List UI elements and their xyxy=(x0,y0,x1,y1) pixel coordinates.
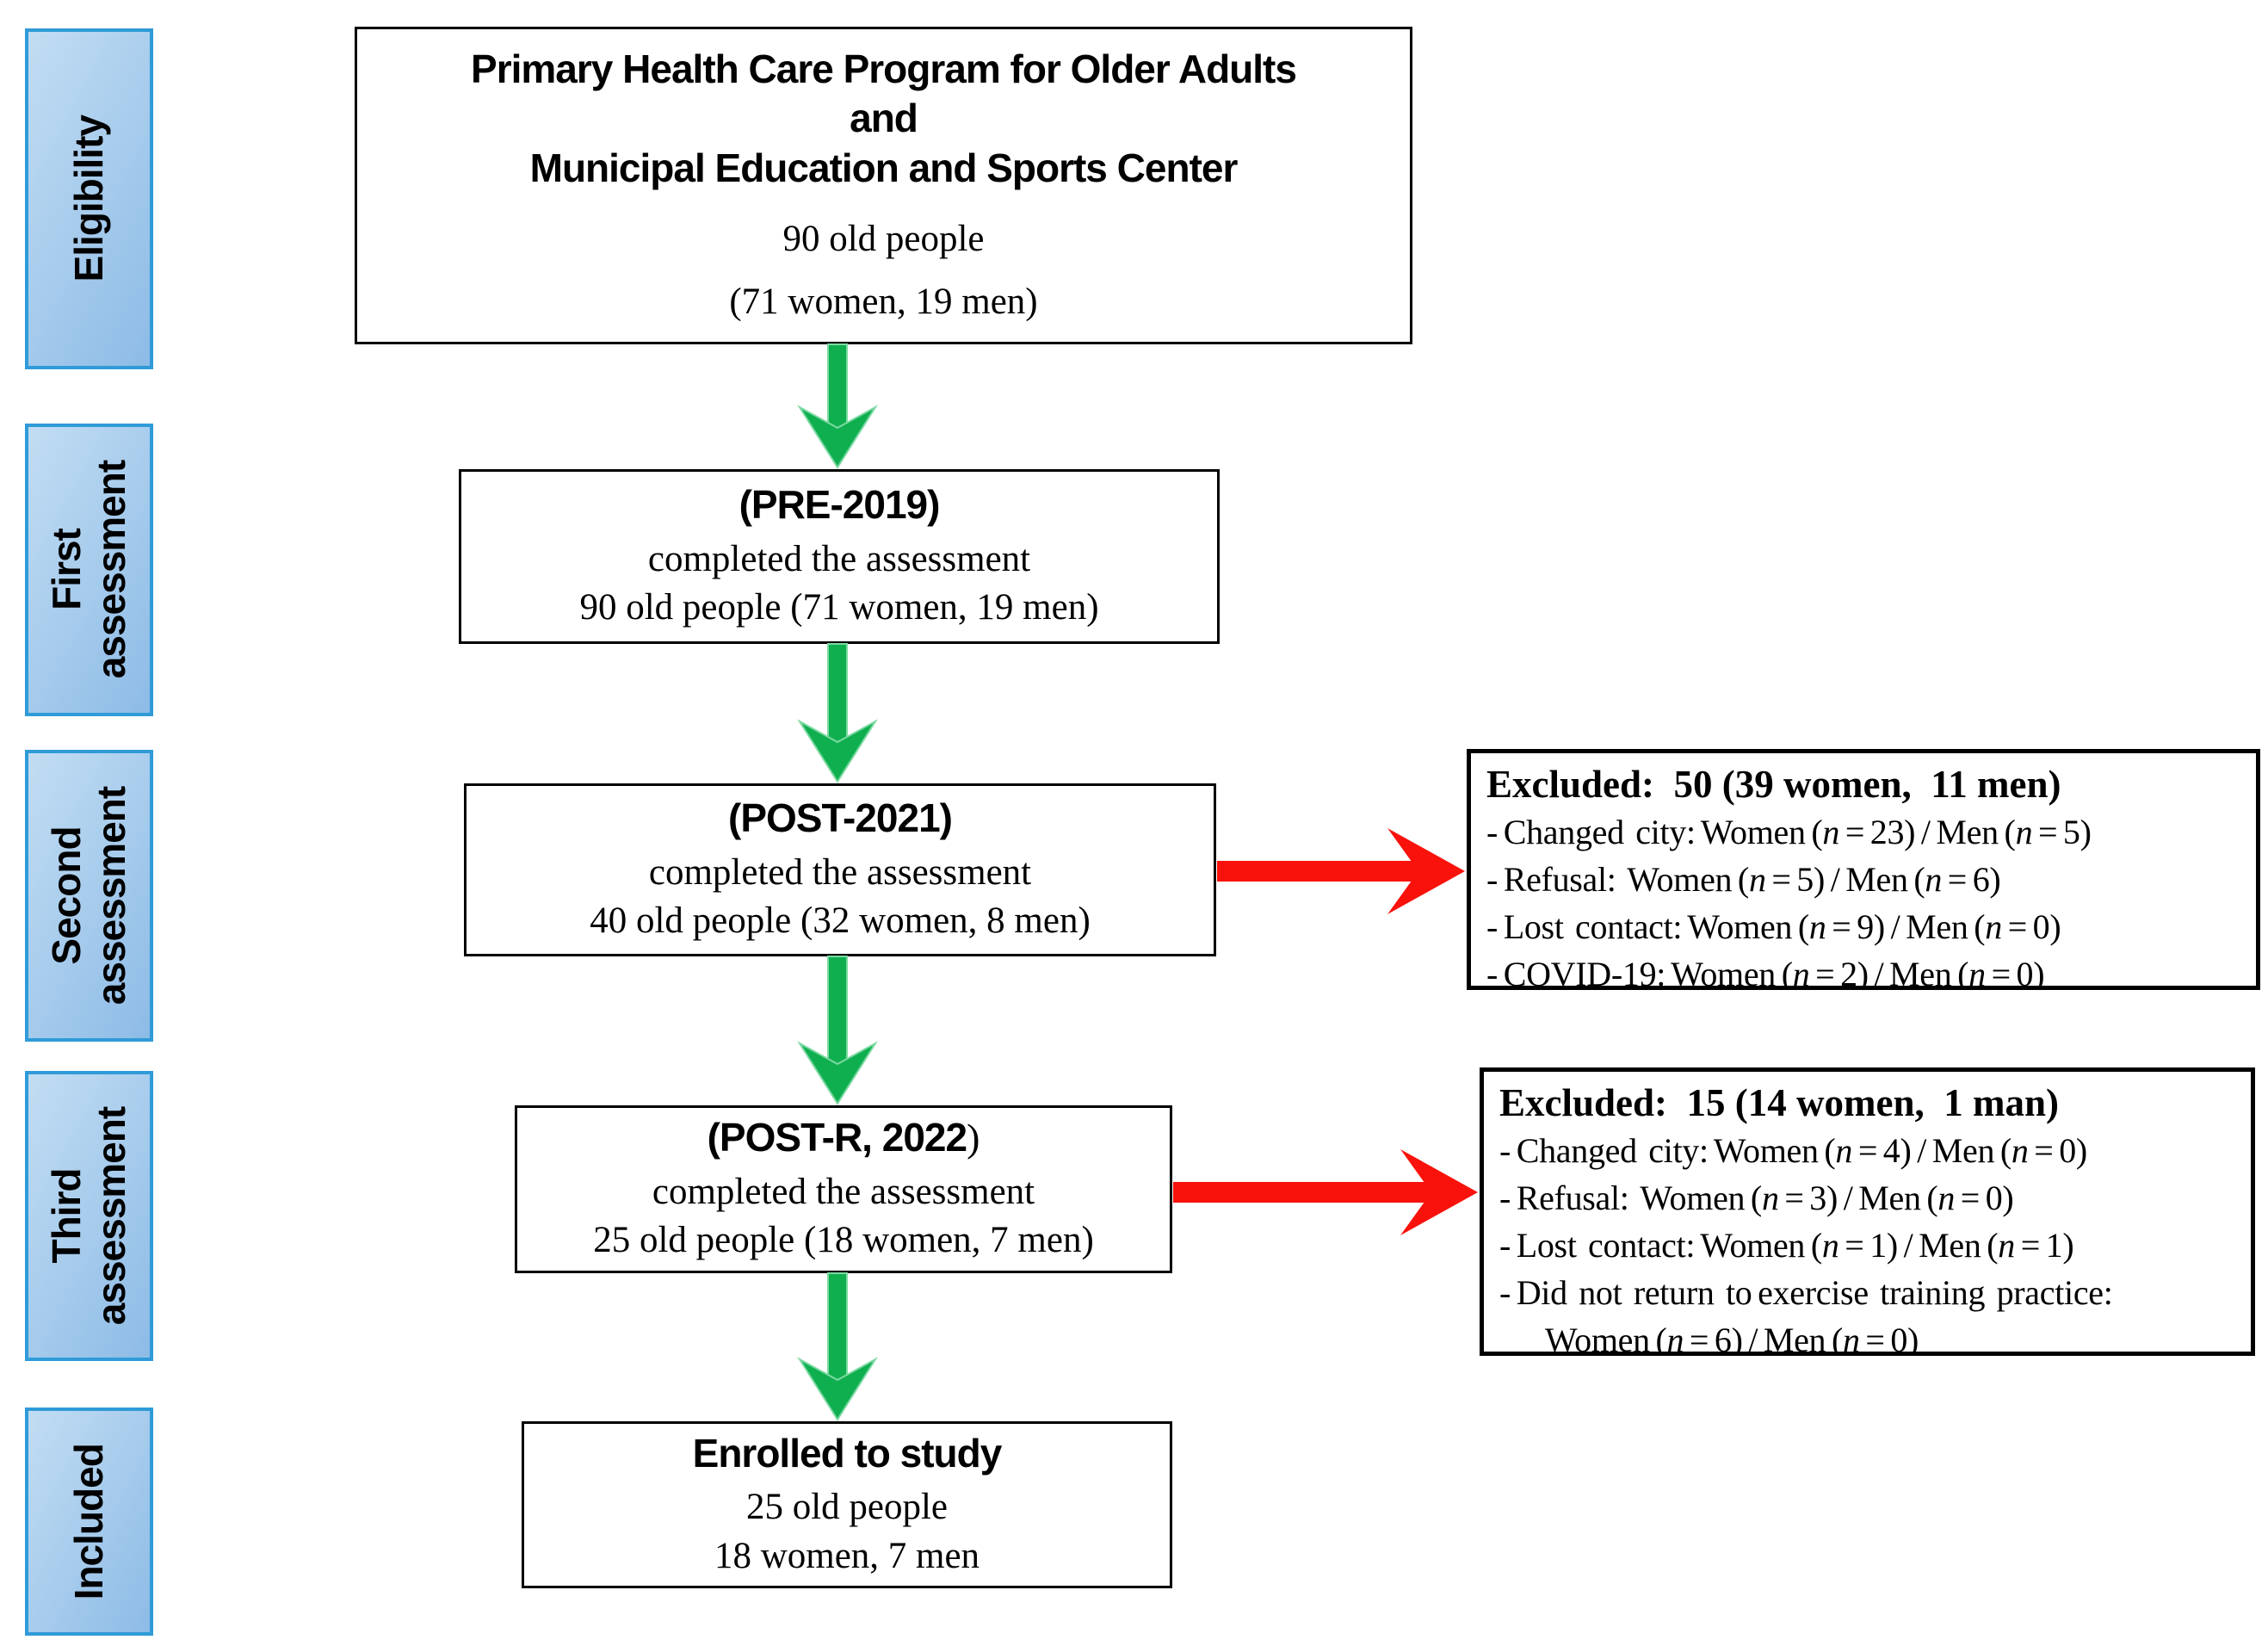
pre-2019-line1: completed the assessment xyxy=(647,538,1031,579)
excluded-box-1-reasons: - Changed city: Women (n = 23) / Men (n … xyxy=(1486,808,2242,990)
flow-arrow-4 xyxy=(797,1272,878,1421)
exclusion-reason: - Lost contact: Women (n = 1) / Men (n =… xyxy=(1499,1226,2074,1265)
post-2021-box: (POST-2021) completed the assessment 40 … xyxy=(464,783,1216,956)
post-2021-title: (POST-2021) xyxy=(728,795,953,840)
exclusion-reason: - Refusal: Women (n = 5) / Men (n = 6) xyxy=(1486,860,2001,899)
stage-included-label: Included xyxy=(65,1443,111,1600)
post-r-2022-title: (POST-R, 2022) xyxy=(708,1113,980,1163)
pre-2019-line2: 90 old people (71 women, 19 men) xyxy=(579,587,1099,628)
exclusion-arrow-2 xyxy=(1173,1149,1478,1235)
stage-second-assessment-label: Second assessment xyxy=(43,786,133,1005)
exclusion-reason: Women (n = 6) / Men (n = 0) xyxy=(1499,1321,1919,1356)
stage-third-assessment: Third assessment xyxy=(25,1071,153,1361)
stage-third-assessment-label: Third assessment xyxy=(43,1106,133,1326)
stage-eligibility: Eligibility xyxy=(25,28,153,369)
excluded-box-1-header: Excluded: 50 (39 women, 11 men) xyxy=(1486,763,2061,806)
eligibility-box-heading: Primary Health Care Program for Older Ad… xyxy=(471,45,1297,194)
stage-second-assessment: Second assessment xyxy=(25,750,153,1042)
stage-included: Included xyxy=(25,1408,153,1636)
stage-eligibility-label: Eligibility xyxy=(65,115,111,282)
stage-first-assessment-label: First assessment xyxy=(43,461,133,679)
exclusion-arrow-1 xyxy=(1217,828,1465,914)
post-r-2022-title-bold: (POST-R, 2022 xyxy=(707,1115,967,1160)
exclusion-reason: - Lost contact: Women (n = 9) / Men (n =… xyxy=(1486,907,2061,946)
flow-arrow-2 xyxy=(797,643,878,783)
eligibility-heading-line1: Primary Health Care Program for Older Ad… xyxy=(471,46,1297,91)
enrolled-box: Enrolled to study 25 old people 18 women… xyxy=(522,1421,1172,1588)
flow-arrow-3 xyxy=(797,956,878,1105)
eligibility-count: 90 old people xyxy=(782,219,985,259)
eligibility-gender-split: (71 women, 19 men) xyxy=(729,281,1038,322)
exclusion-reason: - Refusal: Women (n = 3) / Men (n = 0) xyxy=(1499,1179,2014,1217)
post-r-2022-line2: 25 old people (18 women, 7 men) xyxy=(593,1220,1094,1261)
pre-2019-title: (PRE-2019) xyxy=(738,482,941,527)
excluded-box-1: Excluded: 50 (39 women, 11 men) - Change… xyxy=(1467,749,2260,990)
exclusion-reason: - Did not return to exercise training pr… xyxy=(1499,1273,2113,1312)
excluded-box-2-header: Excluded: 15 (14 women, 1 man) xyxy=(1499,1081,2059,1124)
post-2021-line1: completed the assessment xyxy=(648,851,1032,893)
stage-first-assessment: First assessment xyxy=(25,424,153,716)
enrolled-line1: 25 old people xyxy=(745,1487,949,1527)
enrolled-line2: 18 women, 7 men xyxy=(714,1535,980,1576)
eligibility-heading-line3: Municipal Education and Sports Center xyxy=(529,145,1239,190)
excluded-box-2: Excluded: 15 (14 women, 1 man) - Changed… xyxy=(1480,1067,2255,1356)
pre-2019-box: (PRE-2019) completed the assessment 90 o… xyxy=(459,469,1220,644)
enrolled-title: Enrolled to study xyxy=(692,1430,1003,1476)
post-r-2022-box: (POST-R, 2022) completed the assessment … xyxy=(515,1105,1172,1273)
exclusion-reason: - Changed city: Women (n = 4) / Men (n =… xyxy=(1499,1131,2087,1170)
eligibility-box: Primary Health Care Program for Older Ad… xyxy=(355,27,1412,344)
exclusion-reason: - COVID-19: Women (n = 2) / Men (n = 0) xyxy=(1486,955,2045,990)
post-2021-line2: 40 old people (32 women, 8 men) xyxy=(590,900,1091,942)
exclusion-reason: - Changed city: Women (n = 23) / Men (n … xyxy=(1486,813,2092,851)
eligibility-heading-line2: and xyxy=(850,96,918,140)
post-r-2022-line1: completed the assessment xyxy=(652,1171,1035,1212)
post-r-2022-title-suffix: ) xyxy=(967,1116,980,1160)
excluded-box-2-reasons: - Changed city: Women (n = 4) / Men (n =… xyxy=(1499,1127,2237,1356)
flow-arrow-1 xyxy=(797,343,878,469)
